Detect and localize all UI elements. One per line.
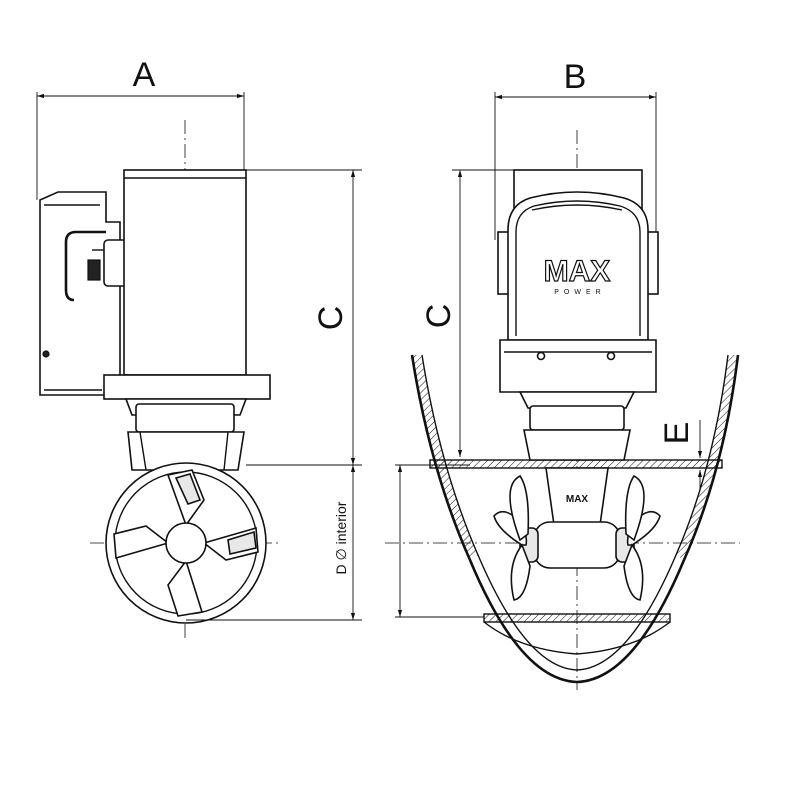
motor-cover xyxy=(507,191,649,341)
power-logo-sub: POWER xyxy=(554,289,605,296)
control-box xyxy=(39,191,121,396)
dim-e-label: E xyxy=(658,422,696,445)
gear-leg xyxy=(127,431,245,471)
cover-screw-left xyxy=(536,351,546,361)
dim-c-left-label: C xyxy=(312,306,350,331)
dim-b-label: B xyxy=(564,58,587,96)
front-neck xyxy=(518,391,636,409)
cable xyxy=(64,230,106,302)
front-propeller-left-icon xyxy=(493,474,531,601)
dim-d-label: D ∅ interior xyxy=(333,501,349,574)
tunnel-bottom-curve xyxy=(483,621,671,655)
screw-head xyxy=(42,350,50,358)
tunnel-bottom-wall xyxy=(483,613,671,623)
hull-hatch-left xyxy=(412,355,478,560)
dim-a-label: A xyxy=(133,56,156,94)
control-box-detail xyxy=(44,204,102,391)
hull-hatch-right xyxy=(676,355,738,560)
connector-plug xyxy=(87,259,101,281)
front-coupling xyxy=(529,405,625,431)
side-view: A xyxy=(36,56,362,640)
gear-leg-lines xyxy=(139,431,229,471)
motor-flange xyxy=(103,374,271,400)
dim-c-right-label: C xyxy=(420,304,458,329)
motor-housing xyxy=(123,169,247,376)
front-propeller-right-icon xyxy=(623,474,661,601)
propeller-icon xyxy=(113,469,259,617)
max-logo-small: MAX xyxy=(566,494,589,505)
gear-housing xyxy=(533,521,621,569)
motor-cover-inner xyxy=(515,200,641,336)
max-logo: MAX xyxy=(544,255,611,288)
cover-screw-right xyxy=(606,351,616,361)
cover-ridge xyxy=(531,204,623,211)
front-leg xyxy=(523,429,631,461)
cover-base xyxy=(499,339,657,393)
tunnel-top-wall xyxy=(429,459,723,469)
front-view: B MAX POWER MAX xyxy=(385,58,740,690)
coupling xyxy=(135,403,235,433)
